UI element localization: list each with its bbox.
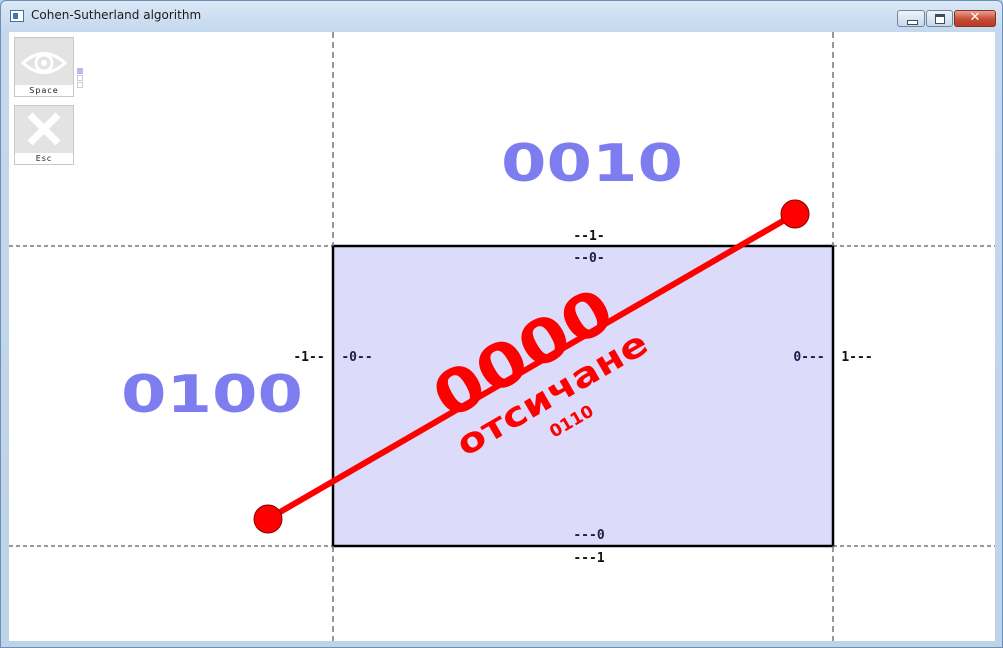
mode-indicator — [77, 68, 83, 89]
close-button[interactable]: ✕ — [954, 10, 996, 27]
edge-code-bottom-inside: ---0 — [573, 528, 604, 543]
mode-indicator-slot — [77, 82, 83, 88]
x-icon — [27, 112, 61, 146]
maximize-button[interactable] — [926, 10, 953, 27]
clear-label: Esc — [15, 153, 73, 164]
edge-code-top-inside: --0- — [573, 251, 604, 266]
eye-icon — [20, 52, 68, 74]
title-bar[interactable]: Cohen-Sutherland algorithm ✕ — [1, 1, 1002, 31]
window-title: Cohen-Sutherland algorithm — [31, 8, 202, 22]
view-toggle-label: Space — [15, 85, 73, 96]
edge-code-left-outside: -1-- — [293, 350, 324, 365]
mode-indicator-slot — [77, 75, 83, 81]
clip-rectangle — [331, 244, 835, 548]
region-code-left: 0100 — [121, 365, 303, 425]
edge-code-right-inside: 0--- — [793, 350, 824, 365]
edge-code-left-inside: -0-- — [341, 350, 372, 365]
close-icon: ✕ — [969, 10, 981, 25]
segment-endpoint-end[interactable] — [780, 199, 810, 229]
app-icon — [10, 10, 24, 22]
clipping-canvas[interactable]: 0010 0100 --1- --0- -1-- -0-- 0--- 1--- … — [9, 32, 995, 641]
clear-button[interactable]: Esc — [14, 105, 74, 165]
mode-indicator-active — [77, 68, 83, 74]
view-toggle-button[interactable]: Space — [14, 37, 74, 97]
edge-code-top-outside: --1- — [573, 229, 604, 244]
region-code-top: 0010 — [501, 134, 683, 194]
edge-code-bottom-outside: ---1 — [573, 551, 604, 566]
line-segment — [266, 211, 797, 522]
edge-code-right-outside: 1--- — [841, 350, 872, 365]
segment-endpoint-start[interactable] — [253, 504, 283, 534]
minimize-button[interactable] — [897, 10, 925, 27]
canvas-area[interactable]: 0010 0100 --1- --0- -1-- -0-- 0--- 1--- … — [9, 32, 995, 641]
